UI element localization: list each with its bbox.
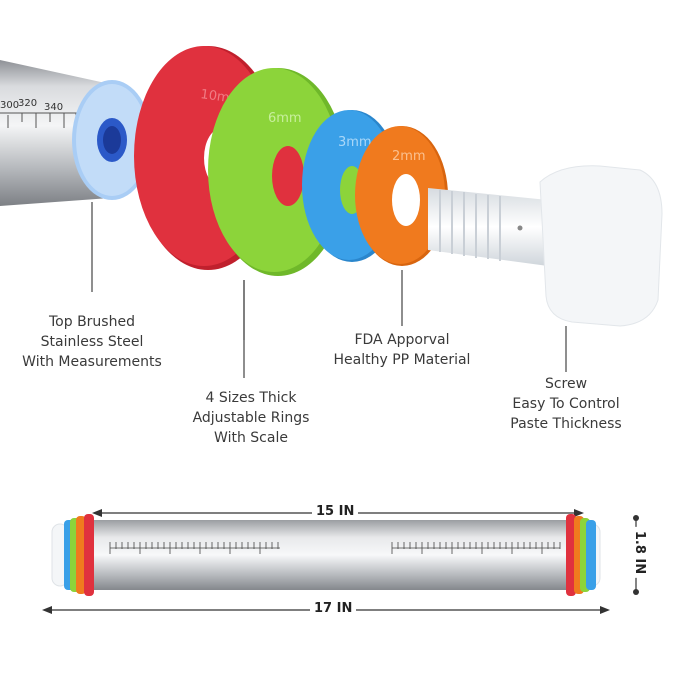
exploded-view: 300 320 340 10mm 6mm 3mm 2mm — [0, 46, 663, 340]
rod-tick-label: 320 — [18, 98, 37, 109]
caption-line: Top Brushed — [49, 314, 135, 330]
screw-caption: Screw Easy To Control Paste Thickness — [496, 374, 636, 434]
diameter-label: 1.8 IN — [632, 526, 648, 579]
ring-size-label: 6mm — [268, 111, 302, 126]
leader-lines — [243, 270, 567, 378]
caption-line: With Scale — [214, 430, 288, 446]
total-length-label: 17 IN — [310, 601, 357, 616]
caption-line: Paste Thickness — [510, 416, 622, 432]
caption-line: FDA Apporval — [354, 332, 450, 348]
caption-line: Easy To Control — [512, 396, 620, 412]
rod-tick-label: 340 — [44, 102, 63, 113]
assembled-rod — [51, 514, 601, 596]
caption-line: With Measurements — [22, 354, 162, 370]
rod-end-cap — [72, 80, 152, 200]
ring-size-label: 3mm — [338, 135, 372, 150]
caption-line: 4 Sizes Thick — [205, 390, 297, 406]
caption-line: Stainless Steel — [40, 334, 144, 350]
material-caption: FDA Apporval Healthy PP Material — [332, 330, 472, 370]
ring-2mm: 2mm — [355, 126, 448, 266]
caption-line: Adjustable Rings — [192, 410, 310, 426]
rod-caption: Top Brushed Stainless Steel With Measure… — [12, 312, 172, 372]
caption-line: Screw — [544, 376, 588, 392]
caption-line: Healthy PP Material — [333, 352, 471, 368]
screw — [428, 165, 663, 327]
rod-tick-label: 300 — [0, 100, 19, 111]
rings-caption: 4 Sizes Thick Adjustable Rings With Scal… — [176, 388, 326, 448]
ring-size-label: 2mm — [392, 149, 426, 164]
inner-length-label: 15 IN — [312, 504, 359, 519]
